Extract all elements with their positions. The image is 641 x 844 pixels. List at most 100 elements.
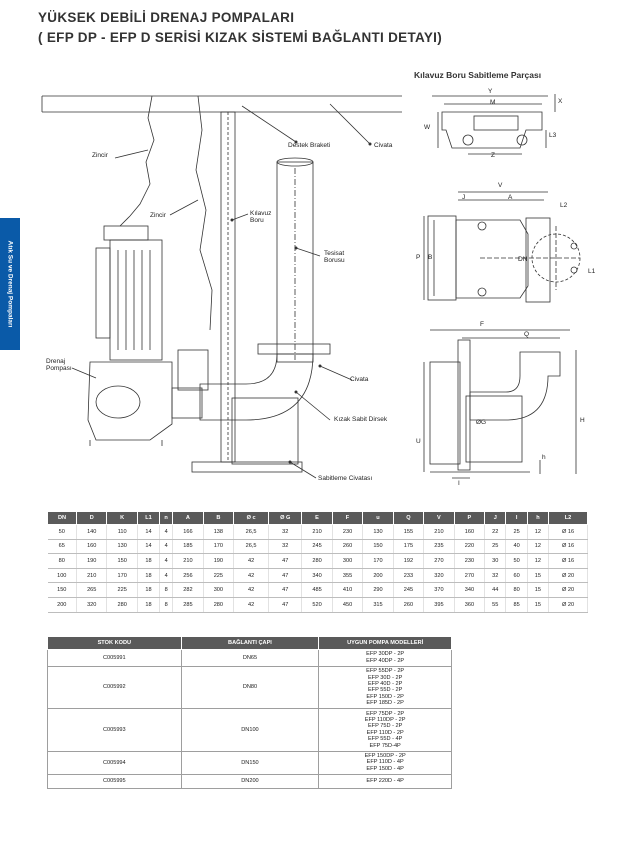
table-cell: 44 <box>484 582 507 598</box>
table-cell: 260 <box>332 539 364 555</box>
dims-header-cell: Ø c <box>233 511 270 525</box>
table-cell: 395 <box>423 597 455 613</box>
table-cell: 30 <box>484 553 507 569</box>
dims-header-cell: B <box>202 511 235 525</box>
dim-L2: L2 <box>560 202 568 209</box>
table-cell: 520 <box>301 597 333 613</box>
table-cell: 160 <box>76 539 108 555</box>
pump-model: EFP 110DP - 2P <box>364 717 406 724</box>
dim-G: ØG <box>476 419 487 426</box>
table-cell: 485 <box>301 582 333 598</box>
table-cell: 260 <box>393 597 425 613</box>
dim-L1: L1 <box>588 268 596 275</box>
table-cell: 280 <box>106 597 138 613</box>
dims-header-cell: h <box>526 511 550 525</box>
stock-header-row: STOK KODU BAĞLANTI ÇAPI UYGUN POMPA MODE… <box>47 636 452 650</box>
dims-header-cell: V <box>423 511 455 525</box>
dims-header-cell: K <box>106 511 138 525</box>
table-cell: 32 <box>484 568 507 584</box>
table-cell: 225 <box>106 582 138 598</box>
label-sabitleme-civatasi: Sabitleme Civatası <box>318 475 373 482</box>
pump-model: EFP 75DP - 2P <box>366 710 405 717</box>
table-cell: 200 <box>47 597 77 613</box>
table-cell: 15 <box>527 597 550 613</box>
table-cell: 4 <box>159 553 174 569</box>
table-cell: 233 <box>393 568 425 584</box>
pump-model: EFP 30DP - 2P <box>366 651 405 658</box>
table-cell: 47 <box>268 568 303 584</box>
table-cell: 166 <box>172 524 204 540</box>
table-cell: 300 <box>332 553 364 569</box>
table-cell: 340 <box>301 568 333 584</box>
table-cell: 130 <box>362 524 394 540</box>
table-cell: 40 <box>505 539 528 555</box>
label-zincir-2: Zincir <box>150 212 166 219</box>
dim-A: A <box>508 194 513 201</box>
table-cell: 50 <box>47 524 77 540</box>
table-cell: 355 <box>332 568 364 584</box>
table-cell: 65 <box>47 539 77 555</box>
dims-header-cell: A <box>172 511 204 525</box>
dims-header-cell: Ø G <box>268 511 303 525</box>
table-cell: 340 <box>454 582 486 598</box>
table-cell: 22 <box>484 524 507 540</box>
table-cell: 360 <box>454 597 486 613</box>
table-cell: 60 <box>505 568 528 584</box>
dims-header-cell: J <box>484 511 507 525</box>
table-cell: 15 <box>527 582 550 598</box>
table-cell: 280 <box>301 553 333 569</box>
table-cell: 4 <box>159 539 174 555</box>
table-cell: 25 <box>505 524 528 540</box>
table-cell: 4 <box>159 568 174 584</box>
table-cell: 4 <box>159 524 174 540</box>
table-cell: 15 <box>527 568 550 584</box>
table-cell: 47 <box>268 553 303 569</box>
dim-Y: Y <box>488 88 493 95</box>
table-cell: 410 <box>332 582 364 598</box>
table-cell: 270 <box>454 568 486 584</box>
dims-header-cell: P <box>453 511 486 525</box>
stock-dn-cell: DN65 <box>180 649 320 667</box>
table-cell: 170 <box>106 568 138 584</box>
table-cell: 315 <box>362 597 394 613</box>
table-cell: 270 <box>423 553 455 569</box>
table-cell: 12 <box>527 524 550 540</box>
dim-U: U <box>416 438 421 445</box>
dims-header-cell: D <box>75 511 108 525</box>
page-subtitle: ( EFP DP - EFP D SERİSİ KIZAK SİSTEMİ BA… <box>38 30 442 45</box>
dim-Q: Q <box>524 331 530 338</box>
pump-model: EFP 40DP - 2P <box>366 657 405 664</box>
table-cell: 50 <box>505 553 528 569</box>
dim-Z: Z <box>491 152 495 159</box>
stock-dn-cell: DN200 <box>180 773 320 789</box>
table-cell: 235 <box>423 539 455 555</box>
table-cell: 18 <box>137 582 161 598</box>
table-cell: 175 <box>393 539 425 555</box>
table-cell: 192 <box>393 553 425 569</box>
dim-I: I <box>458 480 460 487</box>
dim-V: V <box>498 182 503 189</box>
table-cell: 190 <box>76 553 108 569</box>
table-cell: 320 <box>423 568 455 584</box>
dimensions-table: DN D K L1 n A B Ø c Ø G E F u Q V P J I … <box>47 511 588 613</box>
pump-model: EFP 55D - 2P <box>367 687 403 694</box>
table-cell: 47 <box>268 597 303 613</box>
dim-DN: DN <box>518 256 528 263</box>
table-cell: 47 <box>268 582 303 598</box>
dims-header-cell: n <box>159 511 174 525</box>
pump-model: EFP 150DP - 2P <box>364 753 406 760</box>
dim-W: W <box>424 124 431 131</box>
table-cell: 42 <box>233 553 270 569</box>
table-cell: 42 <box>233 597 270 613</box>
table-cell: Ø 20 <box>548 582 588 598</box>
pump-model: EFP 75D-4P <box>369 742 401 749</box>
pump-model: EFP 30D - 2P <box>367 674 403 681</box>
dim-M: M <box>490 99 496 106</box>
